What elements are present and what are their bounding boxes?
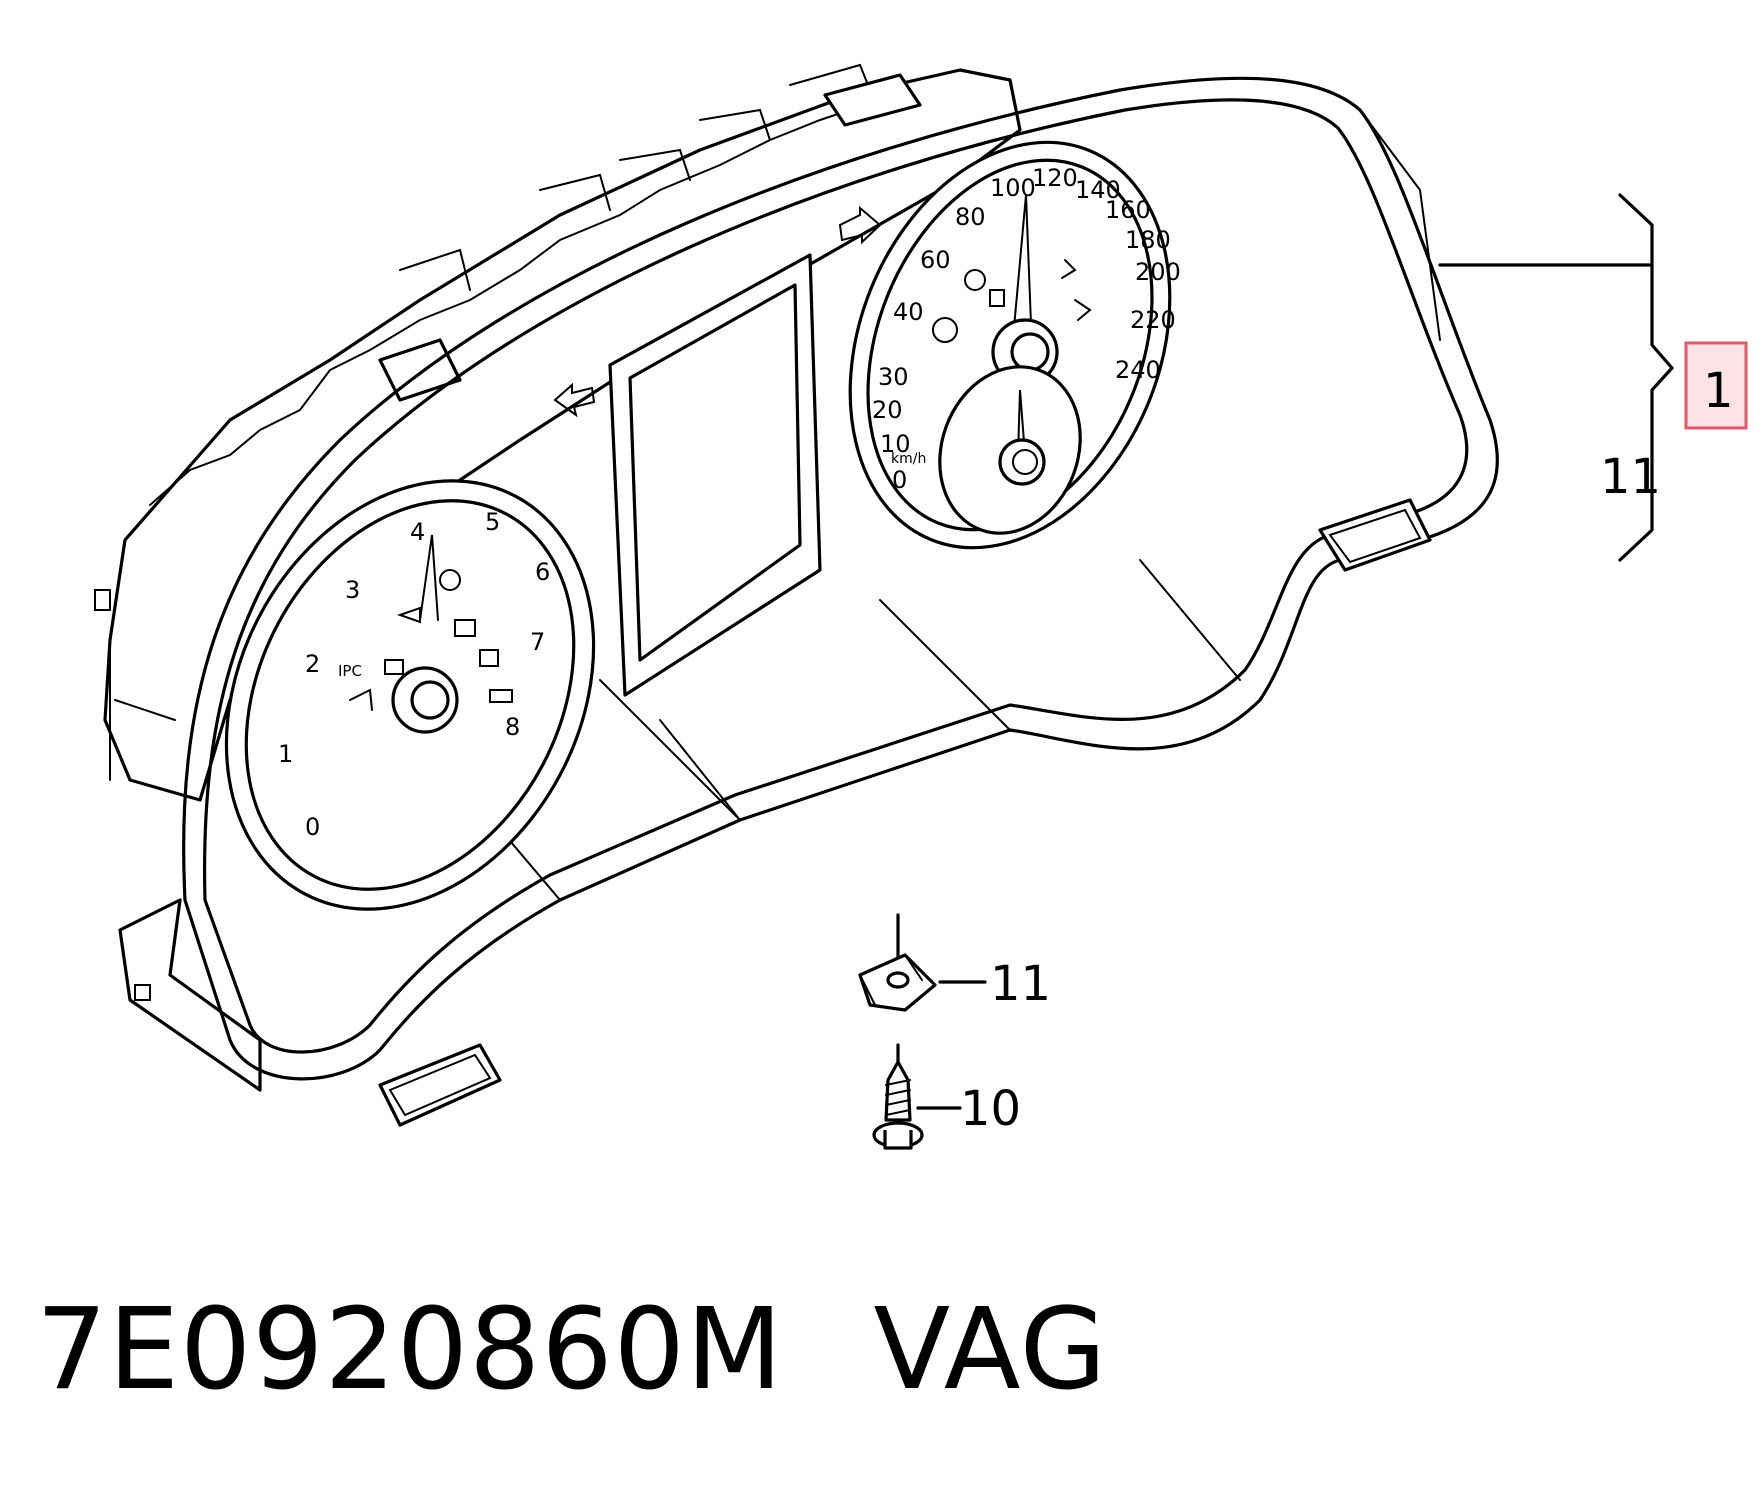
speed-label-11: 180 xyxy=(1125,226,1171,254)
screw-part: 10 xyxy=(872,1043,1021,1150)
tacho-warning-icons xyxy=(349,569,513,711)
callout-10-screw-label: 10 xyxy=(960,1081,1021,1137)
tacho-ipc-label: IPC xyxy=(338,662,362,680)
cluster-rear-housing xyxy=(94,63,1022,1092)
tacho-label-8: 8 xyxy=(505,713,520,741)
callout-11-clip-label: 11 xyxy=(990,956,1051,1012)
center-display xyxy=(608,253,822,697)
clip-nut-part: 11 xyxy=(858,913,1051,1012)
tacho-label-6: 6 xyxy=(535,558,550,586)
speed-label-10: 160 xyxy=(1105,196,1151,224)
callout-1-label: 1 xyxy=(1703,363,1734,419)
part-number: 7E0920860M xyxy=(36,1285,784,1415)
speed-label-12: 200 xyxy=(1135,258,1181,286)
tacho-label-3: 3 xyxy=(345,576,360,604)
speed-label-4: 40 xyxy=(893,298,924,326)
speed-label-9: 140 xyxy=(1075,176,1121,204)
callout-highlight-box xyxy=(1684,341,1748,430)
speed-label-8: 120 xyxy=(1032,164,1078,192)
speed-label-6: 80 xyxy=(955,203,986,231)
speed-unit-label: km/h xyxy=(891,451,926,467)
tacho-label-0: 0 xyxy=(305,813,320,841)
speed-label-14: 240 xyxy=(1115,356,1161,384)
speed-label-3: 30 xyxy=(878,363,909,391)
tacho-label-5: 5 xyxy=(485,508,500,536)
cluster-bezel xyxy=(182,76,1499,1127)
tacho-label-7: 7 xyxy=(530,628,545,656)
speed-label-0: 0 xyxy=(892,466,907,494)
brand-name: VAG xyxy=(873,1285,1108,1415)
tacho-label-1: 1 xyxy=(278,740,293,768)
speed-label-1: 10 xyxy=(880,430,911,458)
callout-11-bracket-label: 11 xyxy=(1600,449,1661,505)
speed-label-5: 60 xyxy=(920,246,951,274)
part-caption: 7E0920860M VAG xyxy=(36,1285,1107,1415)
speed-label-13: 220 xyxy=(1130,306,1176,334)
tachometer-gauge: 0 1 2 3 4 5 6 7 8 IPC xyxy=(224,479,596,911)
speed-label-2: 20 xyxy=(872,396,903,424)
tacho-label-4: 4 xyxy=(410,518,425,546)
speed-label-7: 100 xyxy=(990,174,1036,202)
callout-bracket: 1 11 xyxy=(1438,193,1748,562)
tacho-label-2: 2 xyxy=(305,650,320,678)
speedo-warning-icons xyxy=(932,259,1092,343)
